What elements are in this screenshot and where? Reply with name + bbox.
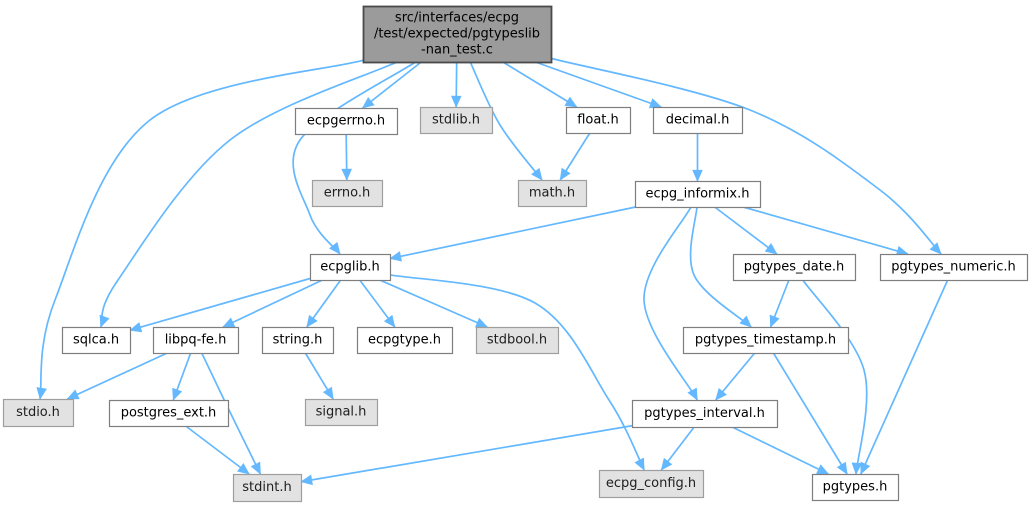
node-label-pgtypes: pgtypes.h xyxy=(823,480,888,495)
edge-main-to-ecpgerrno xyxy=(361,61,422,109)
node-decimal[interactable]: decimal.h xyxy=(652,106,744,135)
edge-float-to-math xyxy=(559,132,591,181)
edge-informix-to-numeric xyxy=(742,206,909,257)
edge-main-to-stdlib xyxy=(451,61,462,108)
edge-ecpgerrno-to-errno xyxy=(341,133,352,181)
node-label-string: string.h xyxy=(273,333,323,348)
node-label-interval: pgtypes_interval.h xyxy=(644,406,765,421)
node-label-main: src/interfaces/ecpg/test/expected/pgtype… xyxy=(374,11,540,58)
node-label-ecpglib: ecpglib.h xyxy=(320,260,380,275)
node-stdbool: stdbool.h xyxy=(475,326,560,355)
edge-ecpglib-to-config xyxy=(389,273,645,471)
node-label-timestamp: pgtypes_timestamp.h xyxy=(695,333,836,348)
node-label-errno: errno.h xyxy=(324,186,371,201)
node-label-decimal: decimal.h xyxy=(666,113,730,128)
node-label-stdbool: stdbool.h xyxy=(487,333,547,348)
node-label-stdio: stdio.h xyxy=(16,405,60,420)
node-date[interactable]: pgtypes_date.h xyxy=(732,253,857,282)
node-config: ecpg_config.h xyxy=(598,469,705,499)
edge-main-to-sqlca xyxy=(99,61,398,328)
edge-main-to-stdio xyxy=(36,59,364,400)
edge-informix-to-date xyxy=(714,206,778,255)
edge-main-to-decimal xyxy=(535,61,662,109)
node-label-ecpgerrno: ecpgerrno.h xyxy=(307,114,385,129)
edge-ecpglib-to-ecpgtype xyxy=(359,279,396,328)
node-label-sqlca: sqlca.h xyxy=(73,333,119,348)
edge-ecpglib-to-stdbool xyxy=(379,279,489,328)
edge-informix-to-ecpglib xyxy=(389,206,636,262)
node-stdint: stdint.h xyxy=(232,473,303,503)
edge-libpqfe-to-stdio xyxy=(66,352,168,400)
node-label-config: ecpg_config.h xyxy=(606,476,696,491)
edge-main-to-float xyxy=(502,61,578,108)
edge-libpqfe-to-stdint xyxy=(200,352,262,475)
edge-string-to-signal xyxy=(304,352,334,400)
node-errno: errno.h xyxy=(311,179,384,208)
node-numeric[interactable]: pgtypes_numeric.h xyxy=(879,253,1029,282)
node-label-postgres_ext: postgres_ext.h xyxy=(121,406,217,421)
node-pgtypes[interactable]: pgtypes.h xyxy=(811,473,900,502)
node-label-stdint: stdint.h xyxy=(242,480,291,495)
edge-postgres_ext-to-stdint xyxy=(185,425,250,475)
edge-interval-to-config xyxy=(660,426,695,471)
node-label-numeric: pgtypes_numeric.h xyxy=(891,260,1015,275)
node-label-ecpgtype: ecpgtype.h xyxy=(368,333,441,348)
edge-main-to-math xyxy=(469,61,543,181)
node-stdio: stdio.h xyxy=(2,398,75,428)
node-postgres_ext[interactable]: postgres_ext.h xyxy=(108,399,230,428)
edge-timestamp-to-pgtypes xyxy=(772,352,848,475)
node-label-date: pgtypes_date.h xyxy=(744,260,845,275)
node-label-informix: ecpg_informix.h xyxy=(646,187,750,202)
node-ecpgtype[interactable]: ecpgtype.h xyxy=(356,326,454,355)
edge-main-to-numeric xyxy=(550,57,942,255)
edge-informix-to-interval xyxy=(643,206,699,401)
edge-ecpglib-to-string xyxy=(306,279,342,328)
node-label-stdlib: stdlib.h xyxy=(432,113,480,128)
edge-interval-to-stdint xyxy=(300,424,633,486)
node-float[interactable]: float.h xyxy=(565,106,632,135)
edge-main-to-ecpglib xyxy=(292,61,417,255)
node-libpqfe[interactable]: libpq-fe.h xyxy=(152,326,240,355)
edge-informix-to-timestamp xyxy=(689,206,752,328)
node-interval[interactable]: pgtypes_interval.h xyxy=(631,399,779,429)
node-stdlib: stdlib.h xyxy=(419,106,494,135)
edge-numeric-to-pgtypes xyxy=(860,279,949,475)
edge-interval-to-pgtypes xyxy=(731,426,830,475)
node-signal: signal.h xyxy=(304,398,379,427)
node-label-float: float.h xyxy=(577,113,619,128)
node-ecpglib[interactable]: ecpglib.h xyxy=(309,253,392,282)
node-sqlca[interactable]: sqlca.h xyxy=(61,326,132,355)
node-main: src/interfaces/ecpg/test/expected/pgtype… xyxy=(362,5,553,64)
node-label-math: math.h xyxy=(529,186,575,201)
node-label-signal: signal.h xyxy=(316,405,367,420)
edge-ecpglib-to-sqlca xyxy=(129,277,311,333)
edge-date-to-timestamp xyxy=(769,279,790,328)
node-timestamp[interactable]: pgtypes_timestamp.h xyxy=(682,326,850,355)
edge-ecpglib-to-libpqfe xyxy=(222,279,323,328)
node-label-libpqfe: libpq-fe.h xyxy=(165,333,227,348)
node-math: math.h xyxy=(517,179,588,208)
edge-date-to-pgtypes xyxy=(802,279,868,475)
node-informix[interactable]: ecpg_informix.h xyxy=(634,180,762,209)
node-string[interactable]: string.h xyxy=(261,326,335,355)
edge-libpqfe-to-postgres_ext xyxy=(172,352,192,401)
edge-timestamp-to-interval xyxy=(715,352,756,401)
node-ecpgerrno[interactable]: ecpgerrno.h xyxy=(294,107,399,136)
